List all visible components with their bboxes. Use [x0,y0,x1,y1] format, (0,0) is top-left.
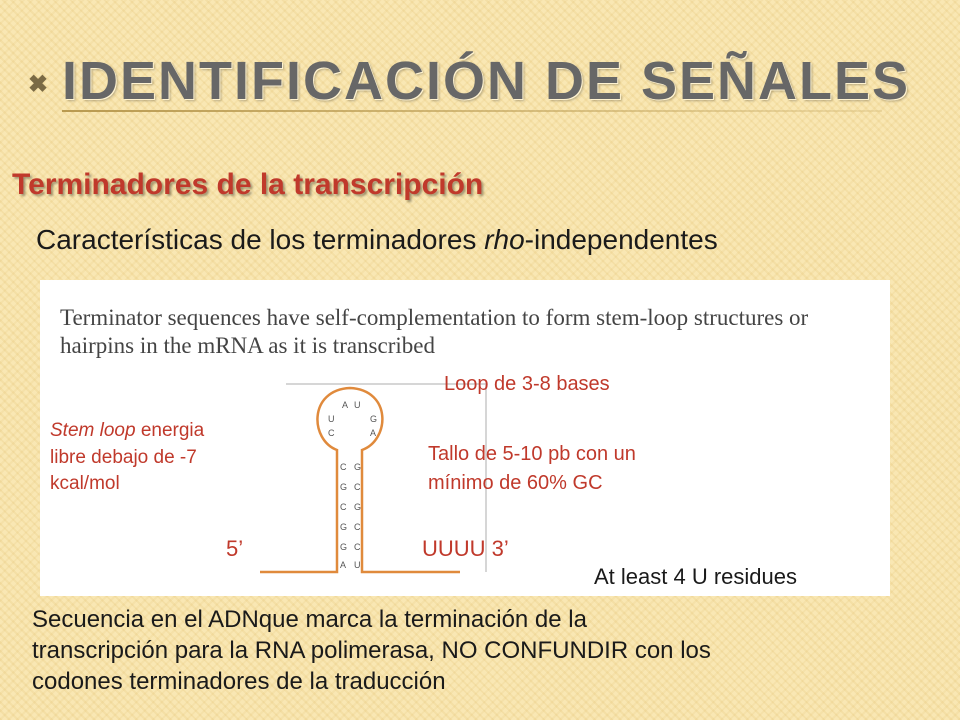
svg-text:G: G [340,522,347,532]
title-divider [62,110,882,112]
stem-length-line-2: mínimo de 60% GC [428,472,603,494]
loop-label: Loop de 3-8 bases [444,373,610,395]
svg-text:C: C [340,502,347,512]
slide-bullet-icon: ✖ [28,71,49,98]
poly-u-tail-label: UUUU 3’ [422,536,509,561]
stem-energy-note: Stem loop energia libre debajo de -7 kca… [50,418,204,498]
svg-text:G: G [354,462,361,472]
terminator-figure: Terminator sequences have self-complemen… [40,280,890,596]
stem-energy-line-2: libre debajo de -7 [50,446,197,468]
figure-caption-line-2: hairpins in the mRNA as it is transcribe… [60,332,435,358]
hairpin-guide-lines [286,383,487,572]
stem-length-line-1: Tallo de 5-10 pb con un [428,443,636,465]
svg-text:G: G [354,502,361,512]
svg-text:C: C [354,542,361,552]
svg-text:A: A [340,560,346,570]
svg-text:U: U [354,400,361,410]
footer-line-1: Secuencia en el ADNque marca la terminac… [32,606,587,633]
characteristics-heading: Características de los terminadores rho-… [36,224,718,256]
footer-line-3: codones terminadores de la traducción [32,668,446,696]
svg-text:G: G [370,414,377,424]
svg-text:C: C [354,482,361,492]
svg-text:C: C [340,462,347,472]
stem-length-note: Tallo de 5-10 pb con un mínimo de 60% GC [428,440,636,498]
section-subtitle: Terminadores de la transcripción [12,168,484,201]
stem-loop-term: Stem loop [50,420,136,441]
svg-text:U: U [354,560,361,570]
svg-text:C: C [328,428,335,438]
hairpin-strand [260,386,460,574]
slide-title: Identificación de señales [62,51,911,111]
stem-energy-line-1-rest: energia [135,420,205,441]
stem-energy-line-1: Stem loop energia [50,418,204,445]
figure-caption: Terminator sequences have self-complemen… [60,304,808,359]
characteristics-suffix: -independentes [524,224,718,255]
svg-text:U: U [328,414,335,424]
u-residues-note: At least 4 U residues [594,564,797,589]
footer-paragraph: Secuencia en el ADNque marca la terminac… [32,604,711,698]
svg-text:A: A [370,428,376,438]
svg-text:G: G [340,482,347,492]
svg-text:C: C [354,522,361,532]
stem-energy-line-3: kcal/mol [50,473,120,495]
svg-text:A: A [342,400,348,410]
characteristics-prefix: Características de los terminadores [36,224,485,255]
svg-text:G: G [340,542,347,552]
figure-caption-line-1: Terminator sequences have self-complemen… [60,305,809,330]
five-prime-label: 5’ [226,536,244,561]
footer-line-2: transcripción para la RNA polimerasa, NO… [32,637,711,665]
characteristics-italic: rho [484,224,525,255]
